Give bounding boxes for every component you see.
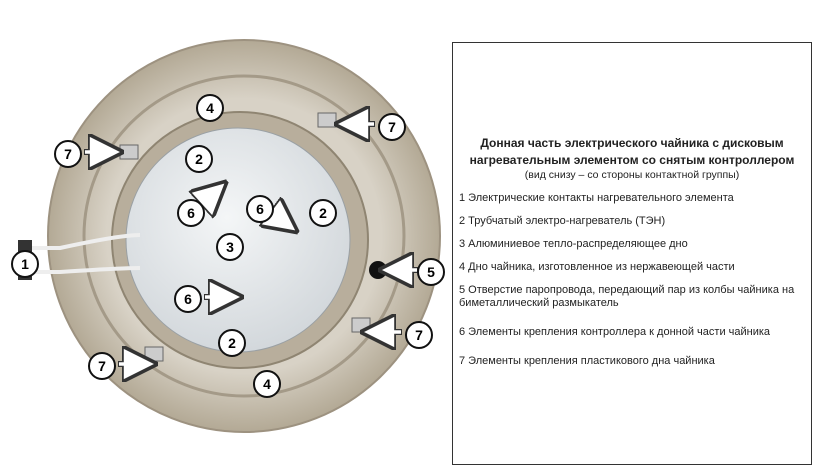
legend-item: 3 Алюминиевое тепло-распределяющее дно xyxy=(459,238,688,250)
legend-item: 7 Элементы крепления пластикового дна ча… xyxy=(459,355,715,367)
callout-6: 6 xyxy=(246,195,274,223)
legend-item: 1 Электрические контакты нагревательного… xyxy=(459,192,734,204)
legend-panel: Донная часть электрического чайника с ди… xyxy=(452,42,812,465)
legend-subtitle: (вид снизу – со стороны контактной групп… xyxy=(524,169,740,181)
callout-5: 5 xyxy=(417,258,445,286)
callout-1: 1 xyxy=(11,250,39,278)
legend-item: 6 Элементы крепления контроллера к донно… xyxy=(459,326,771,338)
legend-item: 4 Дно чайника, изготовленное из нержавею… xyxy=(459,261,735,273)
callout-7: 7 xyxy=(405,321,433,349)
callout-6: 6 xyxy=(174,285,202,313)
legend-item: 2 Трубчатый электро-нагреватель (ТЭН) xyxy=(459,215,666,227)
callout-2: 2 xyxy=(218,329,246,357)
legend-item: 5 Отверстие паропровода, передающий пар … xyxy=(459,284,795,309)
callout-7: 7 xyxy=(378,113,406,141)
callout-2: 2 xyxy=(309,199,337,227)
legend-title-line1: Донная часть электрического чайника с ди… xyxy=(480,136,784,150)
callout-7: 7 xyxy=(88,352,116,380)
callout-4: 4 xyxy=(196,94,224,122)
legend-title-line2: нагревательным элементом со снятым контр… xyxy=(469,153,795,167)
callout-7: 7 xyxy=(54,140,82,168)
callout-6: 6 xyxy=(177,199,205,227)
callout-4: 4 xyxy=(253,370,281,398)
callout-3: 3 xyxy=(216,233,244,261)
callout-2: 2 xyxy=(185,145,213,173)
